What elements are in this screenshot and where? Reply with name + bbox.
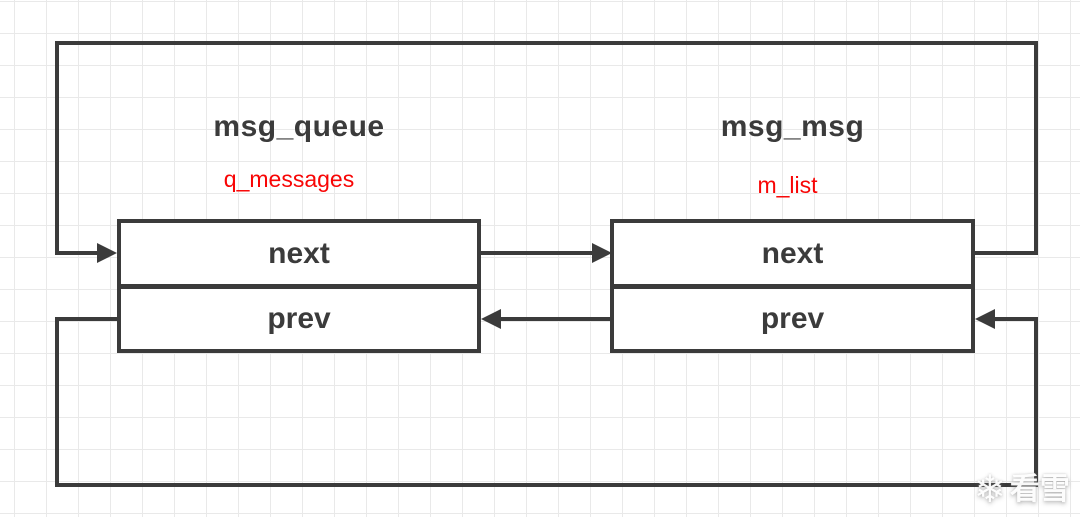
- next-loop-exit-stub: [973, 251, 1038, 255]
- snowflake-icon: ❄: [974, 468, 1006, 511]
- field-msg-queue-prev: prev: [121, 289, 477, 349]
- prev-loop-left-line: [55, 317, 59, 487]
- watermark-text: 看雪: [1009, 472, 1070, 506]
- watermark: ❄ 看雪: [974, 462, 1080, 517]
- node-box-msg-queue: next prev: [117, 219, 481, 353]
- next-loop-top-line: [55, 41, 1038, 45]
- prev-loop-bottom-line: [55, 483, 1038, 487]
- next-loop-right-line: [1034, 41, 1038, 255]
- field-label: prev: [760, 302, 825, 335]
- node-title-msg-msg: msg_msg: [720, 110, 865, 143]
- arrowhead-into-msgmsg-next-icon: [592, 243, 612, 263]
- prev-loop-exit-stub: [55, 317, 119, 321]
- arrowhead-into-msgqueue-prev-icon: [481, 309, 501, 329]
- field-msg-msg-prev: prev: [614, 289, 971, 349]
- node-box-msg-msg: next prev: [610, 219, 975, 353]
- field-msg-queue-next: next: [121, 223, 477, 289]
- node-annotation-q-messages: q_messages: [223, 166, 355, 192]
- field-label: next: [761, 236, 824, 270]
- next-loop-entry-stub: [55, 251, 100, 255]
- next-forward-line: [479, 251, 595, 255]
- field-label: prev: [267, 302, 331, 335]
- node-title-msg-queue: msg_queue: [213, 110, 385, 143]
- node-annotation-m-list: m_list: [757, 172, 818, 198]
- field-label: next: [268, 236, 330, 270]
- arrowhead-into-msgmsg-prev-icon: [975, 309, 995, 329]
- next-loop-left-line: [55, 41, 59, 255]
- arrowhead-into-msgqueue-next-icon: [97, 243, 117, 263]
- prev-loop-entry-stub: [995, 317, 1038, 321]
- prev-loop-right-line: [1034, 317, 1038, 487]
- prev-backward-line: [500, 317, 612, 321]
- field-msg-msg-next: next: [614, 223, 971, 289]
